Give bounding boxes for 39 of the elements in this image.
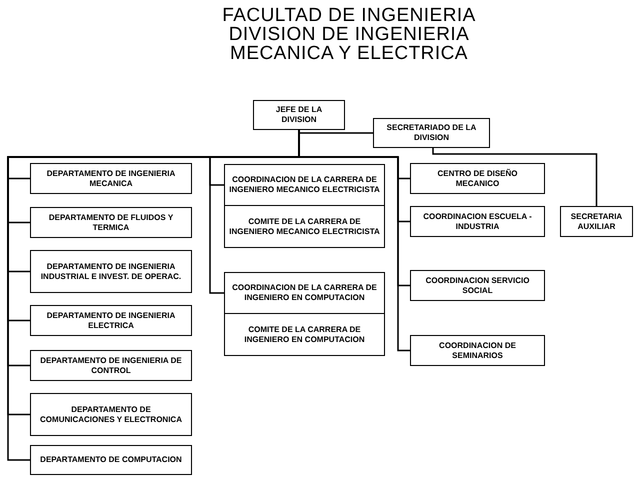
connector-line: [432, 148, 598, 206]
org-box: [224, 205, 385, 248]
org-box: [30, 250, 192, 293]
box-label: DEPARTAMENTO DE INGENIERIA INDUSTRIAL E INVEST. DE OPERAC.: [40, 262, 182, 282]
box-label: COORDINACION DE LA CARRERA DE INGENIERO EN COMPUTACION: [231, 283, 378, 303]
org-box: [30, 305, 192, 336]
org-box: [410, 270, 545, 301]
box-label: COORDINACION DE SEMINARIOS: [438, 340, 517, 360]
box-label: COMITE DE LA CARRERA DE INGENIERO EN COMPUTACION: [243, 324, 366, 344]
box-label: SECRETARIADO DE LA DIVISION: [386, 123, 478, 143]
org-box: [410, 206, 545, 237]
box-label: COMITE DE LA CARRERA DE INGENIERO MECANICO ELECTRICISTA: [229, 216, 380, 236]
box-label: DEPARTAMENTO DE INGENIERIA ELECTRICA: [46, 310, 176, 330]
box-label: COORDINACION DE LA CARRERA DE INGENIERO MECANICO ELECTRICISTA: [229, 175, 380, 195]
box-label: SECRETARIA AUXILIAR: [570, 212, 624, 232]
box-label: DEPARTAMENTO DE COMPUTACION: [40, 455, 182, 465]
org-box: [373, 118, 490, 148]
org-box: [410, 163, 545, 194]
box-label: DEPARTAMENTO DE FLUIDOS Y TERMICA: [48, 212, 174, 232]
org-box: [30, 393, 192, 436]
box-label: DEPARTAMENTO DE INGENIERIA MECANICA: [46, 168, 176, 188]
org-box: [224, 313, 385, 356]
box-label: COORDINACION SERVICIO SOCIAL: [424, 276, 530, 296]
org-box: [30, 207, 192, 238]
box-label: COORDINACION ESCUELA - INDUSTRIA: [422, 212, 533, 232]
org-box: [224, 272, 385, 314]
org-box: [30, 163, 192, 194]
org-box: [253, 100, 345, 130]
box-label: DEPARTAMENTO DE INGENIERIA DE CONTROL: [39, 356, 183, 376]
diagram-title: FACULTAD DE INGENIERIA DIVISION DE INGENIERIA MECANICA Y ELECTRICA: [221, 6, 477, 63]
org-box: [410, 335, 545, 366]
org-box: [224, 164, 385, 206]
org-box: [30, 350, 192, 381]
connector-line: [298, 130, 373, 134]
org-box: [30, 445, 192, 475]
org-box: [560, 206, 633, 237]
box-label: JEFE DE LA DIVISION: [274, 105, 324, 125]
box-label: DEPARTAMENTO DE COMUNICACIONES Y ELECTRONICA: [39, 404, 183, 424]
box-label: CENTRO DE DISEÑO MECANICO: [436, 168, 518, 188]
